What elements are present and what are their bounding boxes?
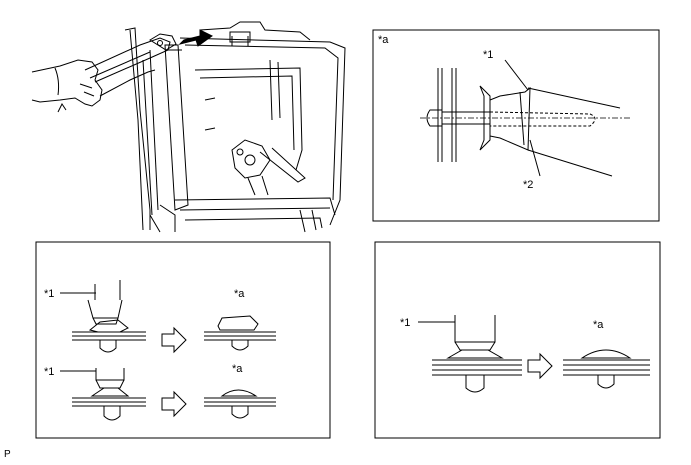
rivet-after-top bbox=[204, 315, 276, 351]
rivet-before-right bbox=[432, 315, 522, 393]
rivet-before-top bbox=[72, 280, 146, 353]
panel-top-right-label-1: *1 bbox=[483, 49, 493, 61]
figure-reference-code: P bbox=[4, 449, 11, 460]
panel-top-right: *a *1 *2 bbox=[372, 29, 660, 222]
panel-bottom-left-label-a-bottom: *a bbox=[232, 363, 243, 375]
panel-bottom-left-label-1-bottom: *1 bbox=[44, 366, 54, 378]
rivet-before-bottom bbox=[72, 368, 146, 421]
leader-1 bbox=[504, 59, 529, 91]
panel-bottom-right-label-1: *1 bbox=[400, 317, 410, 329]
panel-bottom-left-frame bbox=[35, 241, 331, 439]
panel-bottom-right-label-a: *a bbox=[593, 319, 604, 331]
panel-bottom-left-label-1-top: *1 bbox=[44, 288, 54, 300]
panel-bottom-left: *1 *a *1 *a bbox=[35, 241, 331, 439]
arrow-right-top bbox=[161, 326, 187, 354]
leader-2 bbox=[529, 139, 541, 177]
panel-bottom-right-frame bbox=[374, 241, 661, 439]
panel-top-right-label-a: *a bbox=[378, 34, 389, 46]
insertion-arrow bbox=[178, 29, 213, 47]
arrow-right-right bbox=[527, 352, 553, 380]
panel-top-right-frame bbox=[372, 29, 660, 222]
rivet-after-bottom bbox=[204, 389, 276, 419]
panel-bottom-right: *1 *a bbox=[374, 241, 661, 439]
arrow-right-bottom bbox=[161, 390, 187, 418]
panel-top-right-label-2: *2 bbox=[523, 179, 533, 191]
rivet-tool-and-hand bbox=[31, 33, 177, 113]
rivet-after-right bbox=[563, 349, 650, 389]
panel-bottom-left-label-a-top: *a bbox=[234, 288, 245, 300]
seat-frame-illustration bbox=[124, 21, 346, 233]
